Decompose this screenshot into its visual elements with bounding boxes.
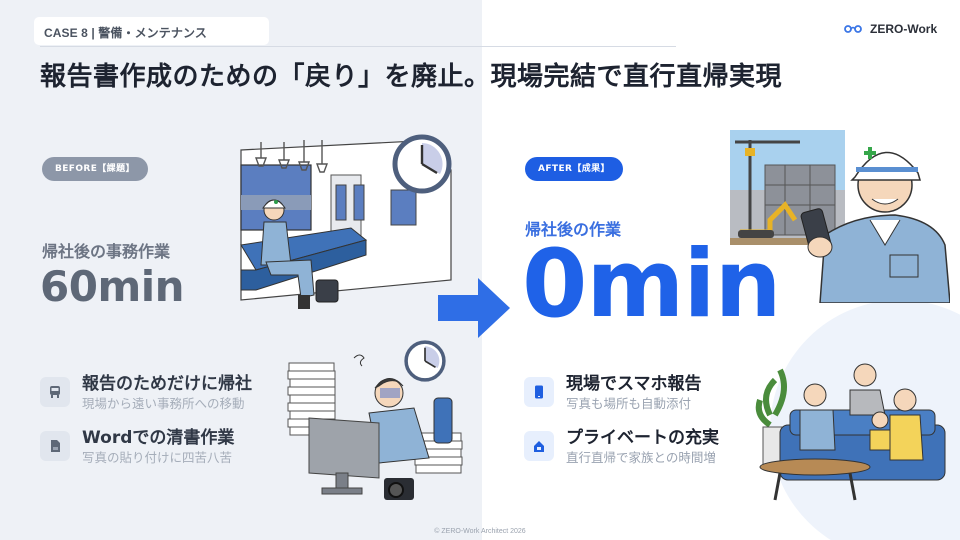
clock-icon — [392, 134, 452, 198]
train-icon — [40, 377, 70, 407]
before-feature-1: 報告のためだけに帰社 現場から遠い事務所への移動 — [40, 373, 252, 412]
clock-icon-small — [404, 340, 446, 386]
feature-title: プライベートの充実 — [566, 428, 719, 448]
home-icon — [524, 431, 554, 461]
feature-subtitle: 直行直帰で家族との時間増 — [566, 450, 716, 465]
worker-stressed-at-desk-illustration — [284, 338, 469, 512]
before-metric-value: 60min — [40, 262, 185, 311]
feature-subtitle: 写真も場所も自動添付 — [566, 396, 692, 411]
transition-arrow-icon — [438, 278, 510, 342]
before-feature-2: Wordでの清書作業 写真の貼り付けに四苦八苦 — [40, 427, 234, 466]
worker-on-train-illustration — [236, 130, 456, 324]
footer-copyright: © ZERO-Work Architect 2026 — [434, 528, 526, 535]
after-feature-1: 現場でスマホ報告 写真も場所も自動添付 — [524, 373, 702, 412]
feature-subtitle: 写真の貼り付けに四苦八苦 — [82, 450, 233, 465]
case-badge: CASE 8 | 警備・メンテナンス — [34, 17, 269, 45]
family-on-sofa-illustration — [755, 355, 955, 509]
glasses-link-icon — [844, 19, 862, 38]
header-divider — [40, 46, 676, 47]
after-feature-2: プライベートの充実 直行直帰で家族との時間増 — [524, 427, 719, 466]
after-pill: AFTER【成果】 — [525, 157, 623, 181]
before-pill: BEFORE【課題】 — [42, 157, 148, 181]
logo-text: ZERO-Work — [870, 21, 938, 36]
feature-title: Wordでの清書作業 — [82, 428, 235, 448]
after-metric-value: 0min — [522, 230, 781, 339]
feature-subtitle: 現場から遠い事務所への移動 — [82, 396, 245, 411]
page-title: 報告書作成のための「戻り」を廃止。現場完結で直行直帰実現 — [40, 62, 783, 92]
brand-logo: ZERO-Work — [844, 19, 937, 38]
document-icon — [40, 431, 70, 461]
before-metric-label: 帰社後の事務作業 — [42, 242, 171, 261]
feature-title: 現場でスマホ報告 — [566, 374, 702, 394]
smartphone-icon — [524, 377, 554, 407]
worker-with-smartphone-illustration — [800, 135, 951, 307]
feature-title: 報告のためだけに帰社 — [82, 374, 252, 394]
after-metric-label: 帰社後の作業 — [525, 220, 622, 239]
